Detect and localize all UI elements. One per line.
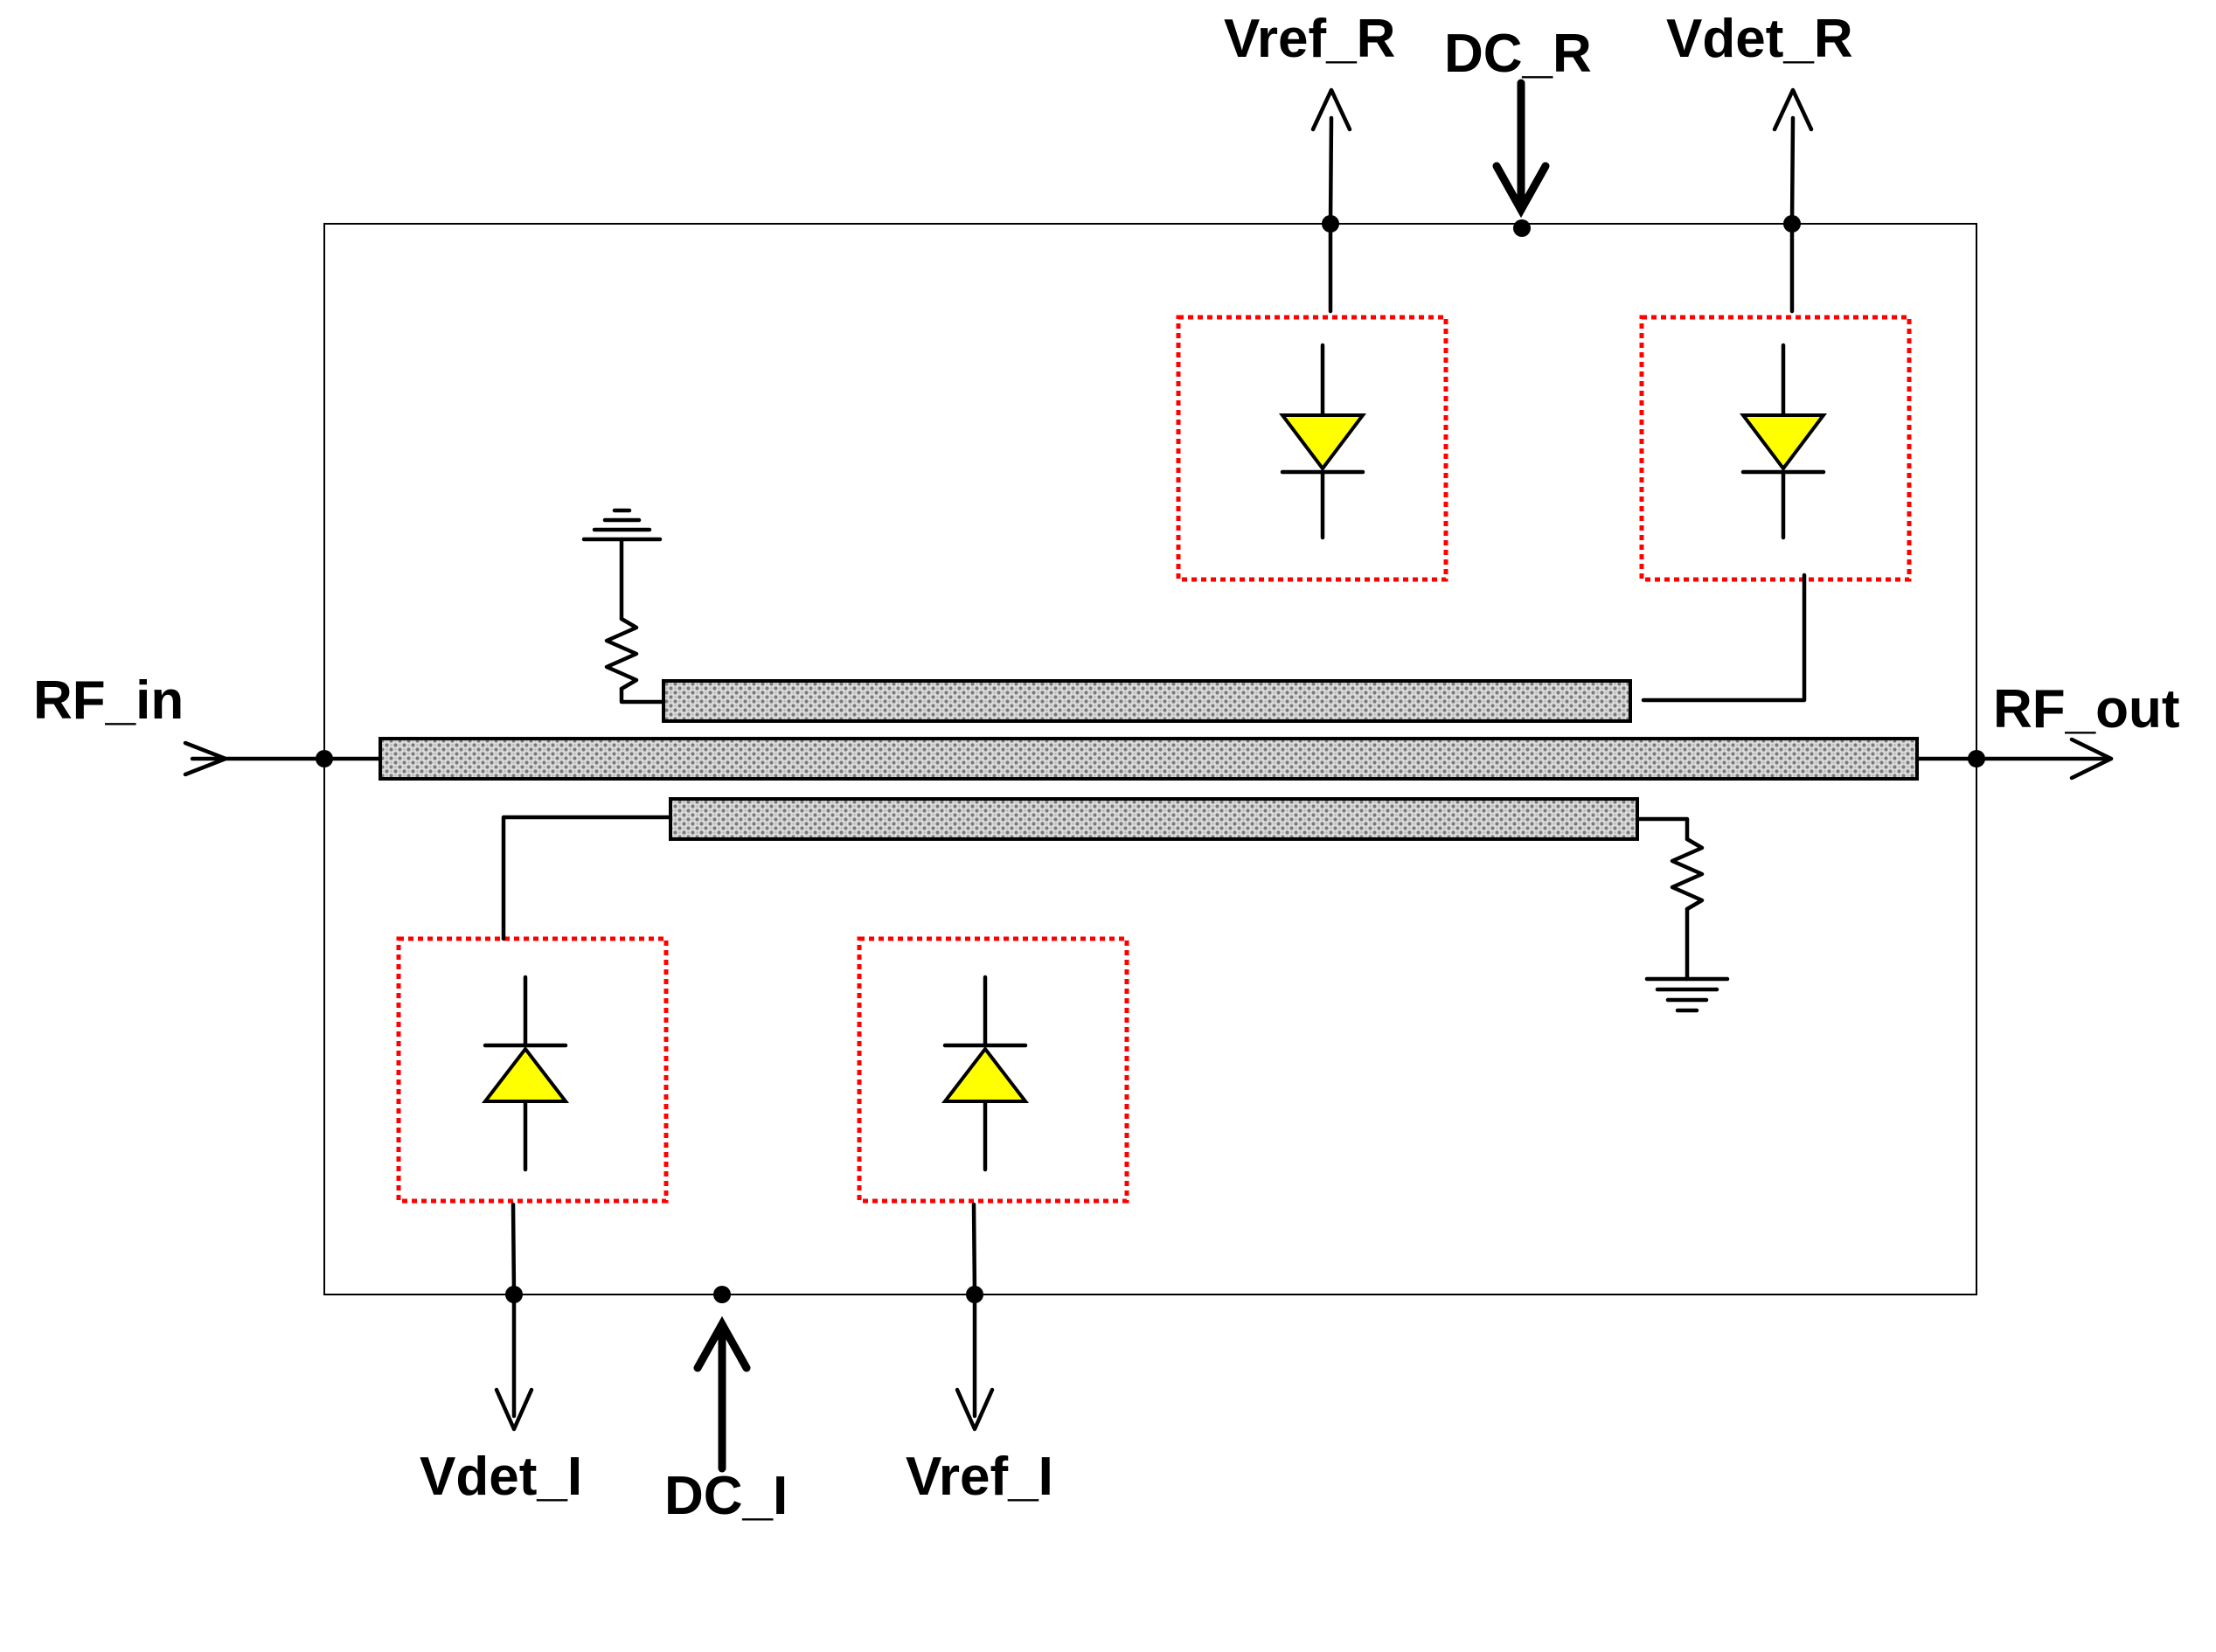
vdet-r-arrow-icon bbox=[1772, 87, 1814, 132]
label-vdet-l: Vdet_I bbox=[420, 1447, 582, 1507]
vref-r-output bbox=[1310, 87, 1352, 314]
vdet-r-diode-icon bbox=[1739, 343, 1828, 540]
label-vdet-r: Vdet_R bbox=[1666, 9, 1853, 69]
rf-in-junction bbox=[316, 750, 333, 767]
label-vref-r: Vref_R bbox=[1224, 9, 1395, 69]
upper-termination bbox=[581, 508, 666, 705]
dc-r-arrow-icon bbox=[1492, 162, 1550, 219]
vdet-l-feed-wire bbox=[501, 815, 673, 941]
lower-resistor-icon bbox=[1670, 836, 1705, 912]
vdet-l-arrow-icon bbox=[494, 1387, 534, 1432]
label-rf-out: RF_out bbox=[1993, 679, 2180, 739]
rf-in-port bbox=[183, 740, 383, 777]
main-transmission-line bbox=[379, 737, 1919, 781]
rf-out-port bbox=[1914, 737, 2114, 781]
vref-l-output bbox=[955, 1202, 995, 1432]
lower-coupled-line bbox=[669, 797, 1639, 841]
vref-r-diode-icon bbox=[1278, 343, 1367, 540]
lower-termination bbox=[1635, 816, 1730, 1013]
vdet-l-diode-icon bbox=[481, 975, 570, 1172]
vdet-l-detector-box bbox=[396, 936, 669, 1204]
vref-l-diode-icon bbox=[941, 975, 1030, 1172]
vref-r-detector-box bbox=[1176, 315, 1448, 582]
vdet-r-detector-box bbox=[1639, 315, 1912, 582]
vref-l-arrow-icon bbox=[955, 1387, 995, 1432]
vdet-r-output bbox=[1772, 87, 1814, 314]
label-vref-l: Vref_I bbox=[906, 1447, 1053, 1507]
rf-out-junction bbox=[1968, 750, 1985, 767]
upper-ground-icon bbox=[581, 508, 663, 542]
vdet-r-feed-wire bbox=[1641, 573, 1807, 703]
rf-in-arrow-icon bbox=[183, 740, 228, 777]
dc-l-input bbox=[693, 1286, 751, 1473]
dc-l-arrow-icon bbox=[693, 1315, 751, 1372]
label-rf-in: RF_in bbox=[33, 670, 184, 731]
lower-ground-icon bbox=[1644, 976, 1730, 1013]
rf-out-arrow-icon bbox=[2069, 737, 2114, 781]
label-dc-r: DC_R bbox=[1444, 24, 1592, 84]
label-dc-l: DC_I bbox=[664, 1466, 788, 1526]
upper-coupled-line bbox=[662, 679, 1632, 723]
vref-l-detector-box bbox=[857, 936, 1129, 1204]
dc-r-input bbox=[1492, 79, 1550, 237]
upper-resistor-icon bbox=[604, 616, 639, 691]
vdet-l-output bbox=[494, 1202, 534, 1432]
vref-r-arrow-icon bbox=[1310, 87, 1352, 132]
